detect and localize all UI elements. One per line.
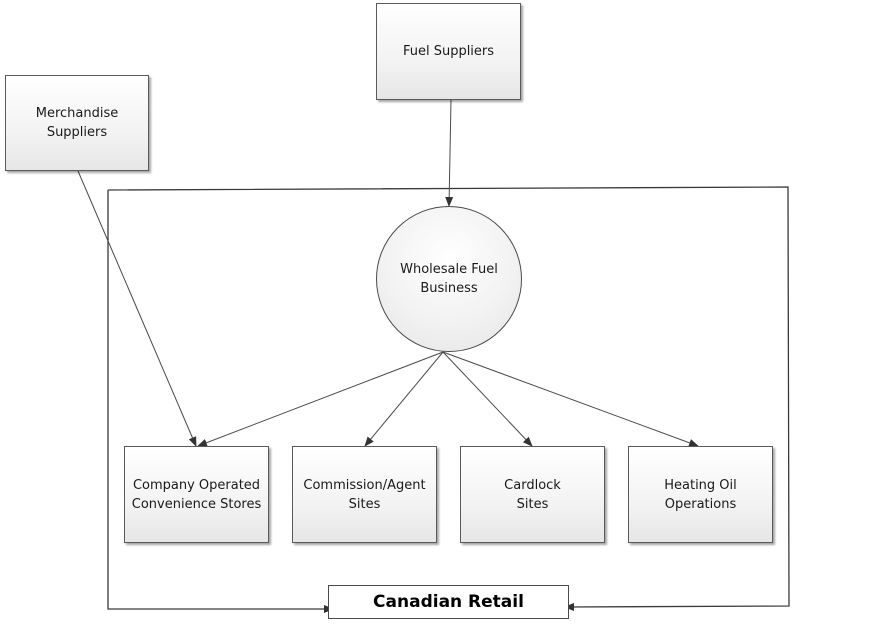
wholesale-fuel-business-node: Wholesale Fuel Business — [376, 206, 522, 352]
merchandise-suppliers-node: Merchandise Suppliers — [5, 75, 149, 171]
edge-wholesale-to-commission — [364, 351, 444, 447]
edge-wholesale-to-heating-oil — [442, 351, 699, 447]
canadian-retail-boundary-left — [107, 190, 334, 613]
edge-wholesale-to-cardlock — [442, 351, 533, 447]
fuel-suppliers-node: Fuel Suppliers — [376, 3, 521, 100]
heating-oil-operations-node: Heating Oil Operations — [628, 446, 773, 543]
edge-merchandise-to-company-operated — [77, 170, 197, 447]
cardlock-sites-node: Cardlock Sites — [460, 446, 605, 543]
edge-wholesale-to-company-operated — [197, 351, 444, 447]
company-operated-stores-node: Company Operated Convenience Stores — [124, 446, 269, 543]
commission-agent-sites-node: Commission/Agent Sites — [292, 446, 437, 543]
canadian-retail-label: Canadian Retail — [328, 585, 569, 619]
canadian-retail-boundary — [107, 186, 790, 611]
edge-fuel-to-wholesale — [445, 99, 454, 207]
